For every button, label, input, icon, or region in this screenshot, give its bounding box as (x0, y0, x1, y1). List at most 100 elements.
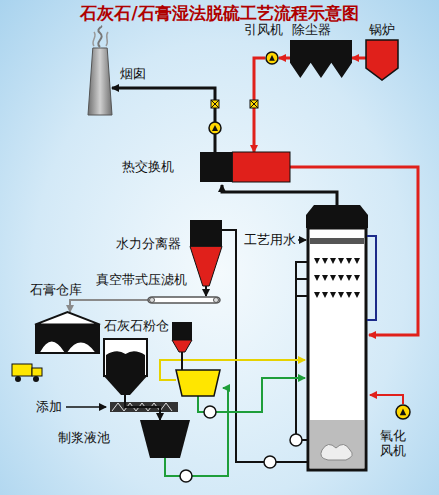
dust-collector-shape (290, 40, 352, 78)
unit-label: 除尘器 (292, 22, 331, 37)
fan-mark (400, 408, 406, 415)
unit-label: 石膏仓库 (30, 282, 82, 297)
truck-wheel (33, 376, 39, 382)
unit-outline (103, 338, 148, 395)
unit-outline (265, 51, 279, 65)
flow-connector (205, 286, 207, 296)
unit-label: 烟囱 (120, 66, 146, 81)
spray-nozzles (314, 292, 360, 298)
unit-outline (140, 420, 190, 458)
heat-exchanger-cold-side (200, 152, 232, 182)
mist-eliminator (310, 238, 364, 244)
feed-arrow (66, 406, 106, 408)
spray-pipe (296, 262, 308, 434)
stream-label: 工艺用水 (244, 232, 296, 247)
heat-exchanger-hot-side (232, 152, 290, 182)
pump-symbol (264, 456, 276, 468)
unit-outline (290, 40, 352, 78)
unit-outline (200, 152, 290, 182)
gypsum-slurry-pipe (222, 230, 308, 462)
process-unit: 锅炉 (366, 40, 398, 80)
spray-nozzles (314, 275, 360, 281)
flow-connector (352, 57, 366, 60)
belt-filter-shape (148, 297, 220, 303)
belt-roller (214, 298, 219, 303)
silo-cone (103, 375, 148, 395)
unit-label: 引风机 (244, 22, 283, 37)
unit-outline (35, 312, 100, 354)
process-unit: 热交换机 (200, 152, 290, 182)
flow-connector (279, 57, 290, 60)
booster-fan-symbol (209, 122, 221, 134)
warehouse-body (35, 325, 100, 354)
absorber-top (306, 205, 368, 228)
wash-pipe (367, 236, 376, 320)
unit-label: 水力分离器 (116, 236, 181, 251)
flow-connector (125, 395, 160, 420)
cyclone-cone (190, 246, 222, 286)
process-unit: 烟囱 (88, 48, 112, 115)
diagram-title: 石灰石/石膏湿法脱硫工艺流程示意图 (0, 3, 439, 24)
spray-pipe (302, 439, 308, 441)
unit-label: 制浆液池 (58, 430, 110, 445)
process-unit: 石灰石粉仓 (103, 338, 148, 395)
unit-outline (190, 220, 222, 286)
slurry-sump (310, 420, 364, 468)
process-water-arrow (298, 239, 306, 241)
flow-connector (112, 88, 215, 152)
smoke (106, 32, 108, 46)
silo-body (104, 339, 147, 376)
process-unit: 制浆液池 (140, 420, 190, 458)
spray-nozzles (314, 258, 360, 264)
damper-symbol (211, 100, 219, 108)
truck-cab (32, 368, 42, 376)
hopper-cone (172, 340, 192, 352)
damper-cross (211, 100, 219, 108)
slurry-foam (321, 444, 352, 460)
process-unit: 真空带式压滤机 (148, 296, 220, 304)
pump-symbol (204, 406, 216, 418)
unit-outline (395, 404, 411, 420)
feed-pipe (181, 352, 183, 370)
fan-mark (269, 55, 275, 61)
belt-roller (150, 298, 155, 303)
booster-fan-mark (212, 125, 218, 131)
unit-outline (366, 40, 398, 80)
unit-label: 氧化风机 (380, 428, 408, 458)
damper-cross (250, 100, 258, 108)
slurry-tank (176, 370, 220, 396)
truck-body (12, 364, 32, 376)
unit-outline (88, 48, 112, 115)
process-unit: 石膏仓库 (35, 312, 100, 354)
unit-label: 石灰石粉仓 (104, 318, 169, 333)
smoke (98, 26, 101, 47)
process-unit: 引风机 (265, 51, 279, 65)
stream-label: 添加 (36, 399, 62, 414)
flow-connector (70, 300, 148, 312)
fan-shape (266, 52, 278, 64)
process-unit: 水力分离器 (190, 220, 222, 286)
unit-outline (148, 296, 220, 304)
absorber-tower (308, 228, 366, 470)
warehouse-roof (35, 312, 100, 325)
limestone-powder (106, 351, 145, 375)
truck-wheel (15, 376, 21, 382)
unit-label: 锅炉 (369, 22, 395, 37)
hopper (172, 322, 192, 340)
damper-symbol (250, 100, 258, 108)
slurry-pool-shape (140, 420, 190, 458)
clean-gas-pipe (222, 185, 337, 205)
process-unit: 氧化风机 (395, 404, 411, 420)
pump-symbol (180, 470, 192, 482)
pump-symbol (290, 434, 302, 446)
unit-label: 热交换机 (122, 159, 174, 174)
unit-label: 真空带式压滤机 (96, 272, 187, 287)
process-unit: 除尘器 (290, 40, 352, 78)
boiler-shape (366, 40, 398, 80)
chimney-shape (88, 48, 112, 115)
oxidation-air-pipe (370, 395, 403, 404)
fan-shape (396, 405, 410, 419)
